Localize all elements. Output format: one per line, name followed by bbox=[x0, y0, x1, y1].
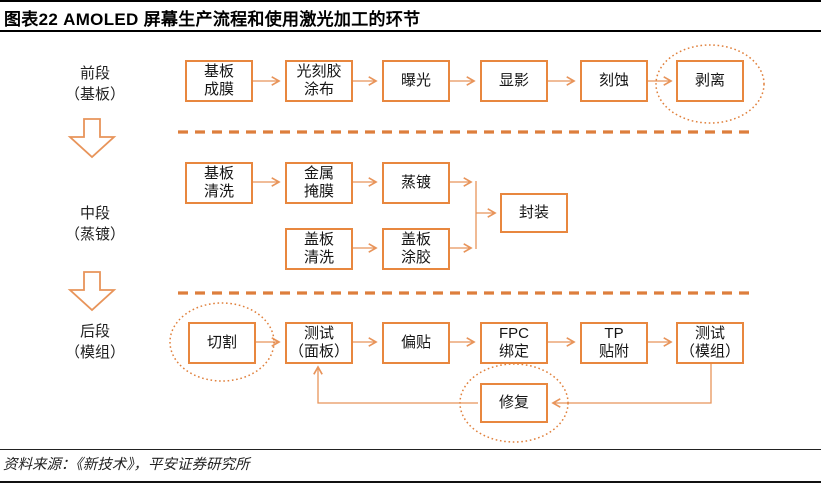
step-box-test-module: 测试 （模组） bbox=[676, 322, 744, 364]
step-box-substrate-film: 基板 成膜 bbox=[185, 60, 253, 102]
step-box-substrate-clean: 基板 清洗 bbox=[185, 162, 253, 204]
laser-step-ellipse bbox=[169, 44, 765, 443]
stage-divider-dashes bbox=[178, 130, 752, 295]
step-box-test-panel: 测试 （面板） bbox=[285, 322, 353, 364]
stage-label-front: 前段 （基板） bbox=[64, 65, 125, 103]
step-box-develop: 显影 bbox=[480, 60, 548, 102]
step-box-cutting: 切割 bbox=[188, 322, 256, 364]
step-box-exposure: 曝光 bbox=[382, 60, 450, 102]
top-rule bbox=[0, 0, 821, 2]
step-box-fpc-bonding: FPC 绑定 bbox=[480, 322, 548, 364]
step-box-liftoff: 剥离 bbox=[676, 60, 744, 102]
step-box-evaporation: 蒸镀 bbox=[382, 162, 450, 204]
step-box-tp-lamination: TP 贴附 bbox=[580, 322, 648, 364]
bottom-rule bbox=[0, 481, 821, 483]
title-underline-rule bbox=[0, 30, 821, 32]
footer-rule bbox=[0, 449, 821, 450]
step-box-repair: 修复 bbox=[480, 383, 548, 423]
source-note: 资料来源：《新技术》，平安证券研究所 bbox=[3, 457, 250, 473]
step-box-cover-clean: 盖板 清洗 bbox=[285, 228, 353, 270]
step-box-encapsulation: 封装 bbox=[500, 193, 568, 233]
flow-arrows bbox=[253, 81, 671, 342]
step-box-metal-mask: 金属 掩膜 bbox=[285, 162, 353, 204]
stage-label-middle: 中段 （蒸镀） bbox=[64, 205, 125, 243]
stage-label-back: 后段 （模组） bbox=[64, 323, 125, 361]
step-box-polarizer: 偏贴 bbox=[382, 322, 450, 364]
step-box-etch: 刻蚀 bbox=[580, 60, 648, 102]
step-box-photoresist-coat: 光刻胶 涂布 bbox=[285, 60, 353, 102]
step-box-cover-glue: 盖板 涂胶 bbox=[382, 228, 450, 270]
figure-title: 图表22 AMOLED 屏幕生产流程和使用激光加工的环节 bbox=[4, 10, 421, 29]
